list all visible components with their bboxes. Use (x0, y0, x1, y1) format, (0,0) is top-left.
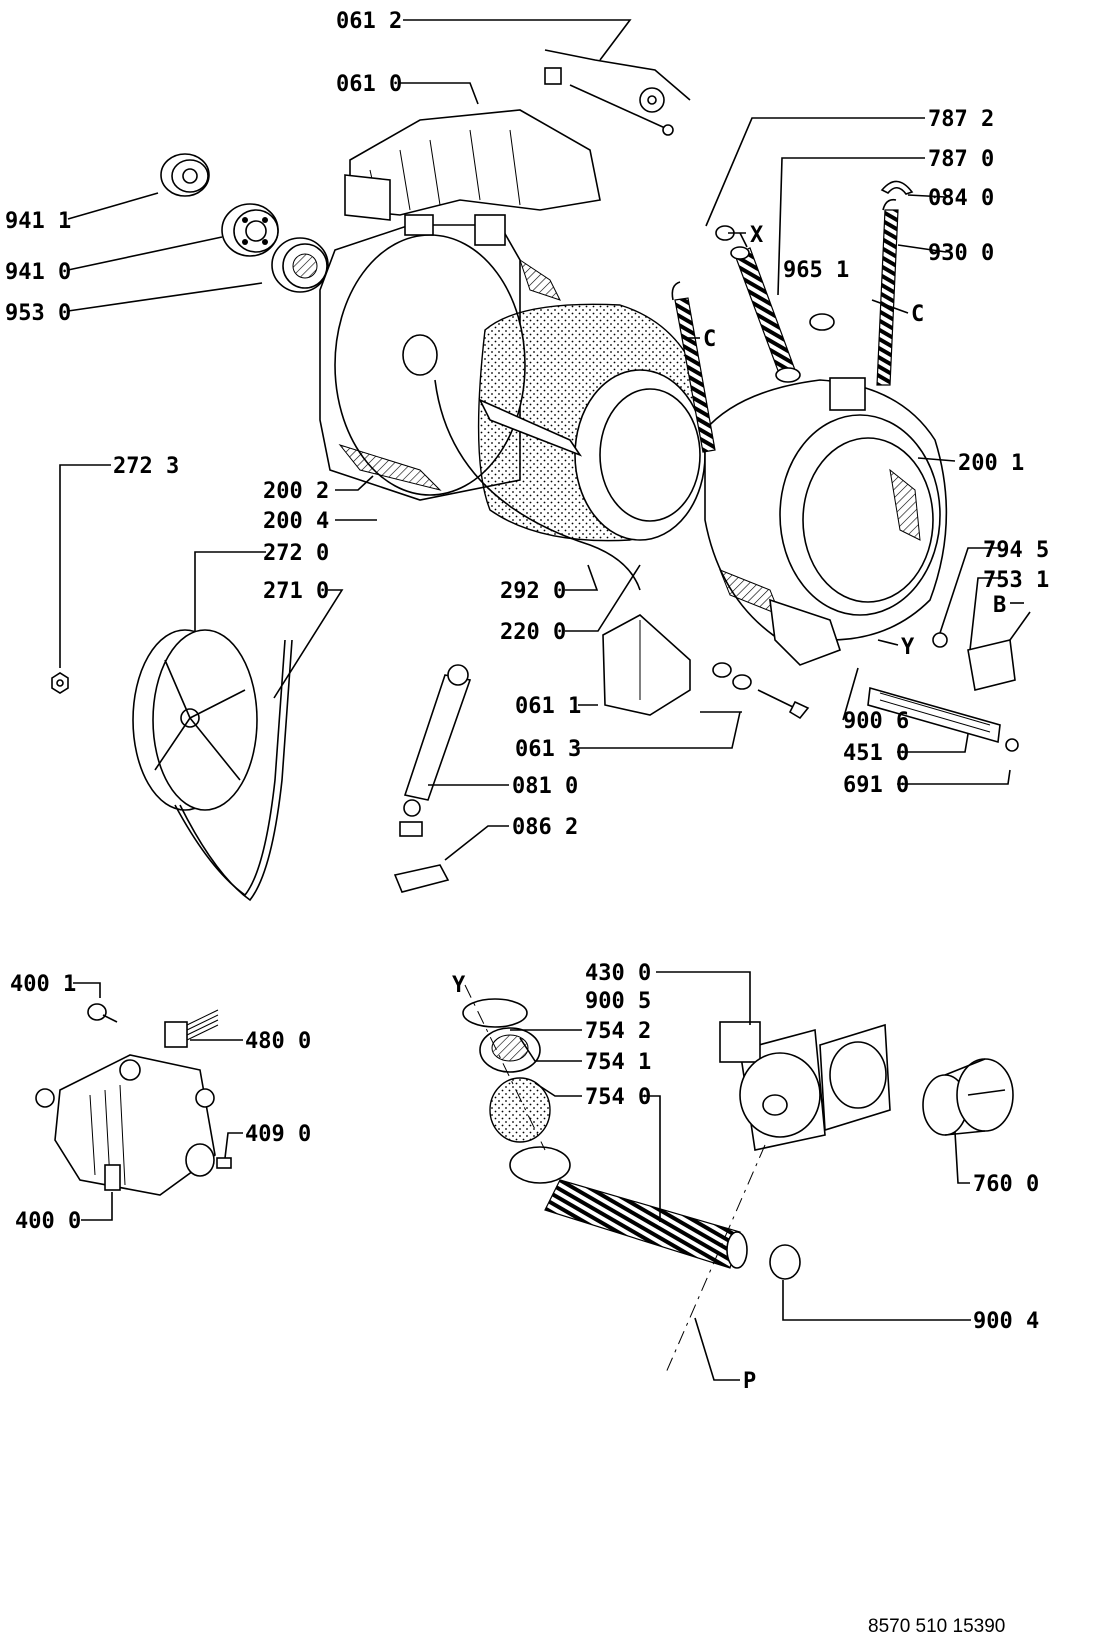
label-292-0: 292 0 (500, 579, 566, 604)
label-220-0: 220 0 (500, 620, 566, 645)
label-753-1: 753 1 (983, 568, 1049, 593)
label-p: P (743, 1369, 756, 1394)
tub-front-half (704, 377, 948, 666)
seal-953-0 (271, 237, 329, 293)
pump-axis (464, 984, 766, 1376)
label-y-bottom: Y (452, 973, 466, 998)
sensor-753-1 (932, 611, 1031, 691)
label-794-5: 794 5 (983, 538, 1049, 563)
label-480-0: 480 0 (245, 1029, 311, 1054)
label-941-0: 941 0 (5, 260, 71, 285)
drum (434, 303, 711, 591)
label-061-2: 061 2 (336, 9, 402, 34)
label-081-0: 081 0 (512, 774, 578, 799)
shock-absorber-081-0 (399, 664, 472, 837)
label-430-0: 430 0 (585, 961, 651, 986)
label-272-3: 272 3 (113, 454, 179, 479)
label-787-2: 787 2 (928, 107, 994, 132)
label-400-0: 400 0 (15, 1209, 81, 1234)
label-953-0: 953 0 (5, 301, 71, 326)
label-451-0: 451 0 (843, 741, 909, 766)
leader-lines (59, 19, 1024, 1381)
label-c-right: C (911, 302, 924, 327)
counterweight-bracket-top (544, 49, 691, 136)
label-900-4: 900 4 (973, 1309, 1039, 1334)
label-086-2: 086 2 (512, 815, 578, 840)
spring-left (671, 281, 716, 453)
label-760-0: 760 0 (973, 1172, 1039, 1197)
label-900-6: 900 6 (843, 709, 909, 734)
label-409-0: 409 0 (245, 1122, 311, 1147)
counterweight-lower-061-1 (602, 614, 691, 716)
label-200-1: 200 1 (958, 451, 1024, 476)
label-754-0-visible: 754 0 (585, 1085, 651, 1110)
heater-451-0 (867, 686, 1019, 752)
bellow-hose-x (730, 246, 801, 383)
label-787-0: 787 0 (928, 147, 994, 172)
bearing-941-0 (221, 203, 279, 257)
ball-754-1 (489, 1077, 551, 1143)
spring-right (876, 198, 899, 386)
washers-bolt-061-3 (712, 662, 810, 720)
label-691-0: 691 0 (843, 773, 909, 798)
tub-rear-half (319, 214, 561, 501)
seal-754-2 (479, 1027, 541, 1073)
label-x: X (750, 223, 763, 248)
part-labels: 061 2 061 0 941 1 941 0 953 0 787 2 787 … (5, 9, 1049, 1394)
label-b: B (993, 593, 1006, 618)
label-941-1: 941 1 (5, 209, 71, 234)
label-061-1: 061 1 (515, 694, 581, 719)
connector-480-0 (164, 1009, 219, 1048)
label-400-1: 400 1 (10, 972, 76, 997)
motor-400-0 (35, 1054, 216, 1196)
label-754-1: 754 1 (585, 1050, 651, 1075)
damper-bracket-086-2 (393, 864, 450, 893)
label-272-0: 272 0 (263, 541, 329, 566)
belt-271-0 (174, 639, 293, 902)
label-271-0: 271 0 (263, 579, 329, 604)
label-754-2: 754 2 (585, 1019, 651, 1044)
label-200-4: 200 4 (263, 509, 329, 534)
pump-430-0 (719, 1021, 891, 1151)
clamp-900-4 (769, 1244, 801, 1280)
label-930-0: 930 0 (928, 241, 994, 266)
ring-900-5 (462, 998, 528, 1028)
label-y-top: Y (901, 635, 915, 660)
label-c-left: C (703, 327, 716, 352)
bearing-941-1 (160, 153, 210, 197)
plug-965-1 (809, 313, 835, 331)
label-061-3: 061 3 (515, 737, 581, 762)
nut-272-3 (51, 672, 69, 694)
label-965-1: 965 1 (783, 258, 849, 283)
pulley-272-0 (132, 629, 258, 811)
label-200-2: 200 2 (263, 479, 329, 504)
tacho-409-0 (216, 1157, 232, 1169)
label-061-0: 061 0 (336, 72, 402, 97)
document-number: 8570 510 15390 (868, 1616, 1005, 1637)
hose-clamp-084-0 (880, 180, 914, 195)
filter-760-0 (922, 1058, 1014, 1136)
brush-400-1 (87, 1003, 118, 1023)
label-900-5: 900 5 (585, 989, 651, 1014)
drain-hose-754-0 (509, 1146, 748, 1269)
counterweight-upper (344, 109, 601, 221)
label-084-0: 084 0 (928, 186, 994, 211)
